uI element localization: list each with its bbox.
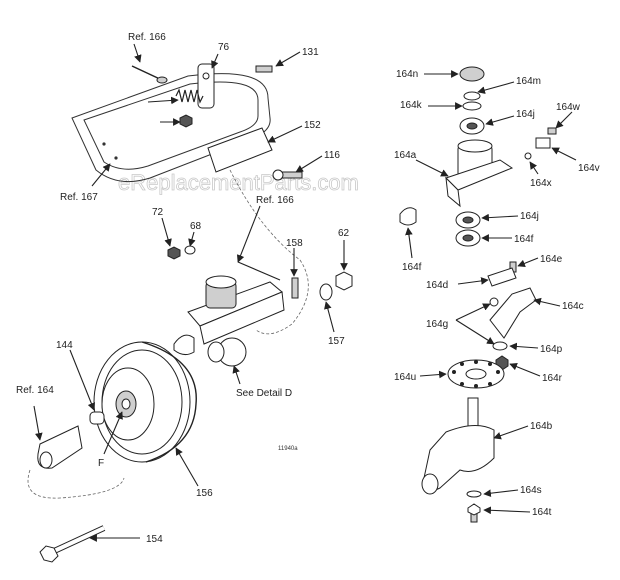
callout-154: 154 [146, 534, 163, 545]
callout-157: 157 [328, 336, 345, 347]
part-164g [489, 297, 499, 307]
part-164d [487, 267, 517, 287]
callout-detail-d: See Detail D [236, 388, 292, 399]
part-152-bracket [207, 127, 273, 173]
callout-164c: 164c [562, 301, 584, 312]
callout-labels: Ref. 166 76 131 152 116 Ref. 167 Ref. 16… [16, 32, 600, 545]
callout-164b: 164b [530, 421, 553, 432]
part-164v [535, 137, 551, 149]
part-157-washer [319, 283, 333, 301]
bolt-head [272, 169, 284, 181]
callout-164n: 164n [396, 69, 418, 80]
callout-72: 72 [152, 207, 164, 218]
callout-164v: 164v [578, 163, 600, 174]
callout-144: 144 [56, 340, 73, 351]
callout-164r: 164r [542, 373, 563, 384]
callout-164e: 164e [540, 254, 563, 265]
part-131-bolt [255, 65, 273, 73]
callout-ref164: Ref. 164 [16, 385, 54, 396]
callout-164a: 164a [394, 150, 417, 161]
part-156-wheel [93, 341, 197, 463]
part-164x [524, 152, 532, 160]
part-spring [175, 88, 204, 104]
plate-hole [202, 72, 210, 80]
part-154-axle-bolt [39, 525, 106, 563]
callout-62: 62 [338, 228, 350, 239]
callout-ref166-mid: Ref. 166 [256, 195, 294, 206]
frame-hole [102, 142, 106, 146]
part-144-spacer [89, 411, 105, 425]
part-164w [547, 127, 557, 135]
watermark: eReplacementParts.com [118, 170, 359, 195]
callout-68: 68 [190, 221, 202, 232]
callout-158: 158 [286, 238, 303, 249]
part-164n-cap [459, 66, 485, 82]
callout-164k: 164k [400, 100, 423, 111]
callout-164s: 164s [520, 485, 542, 496]
frame-hole [114, 156, 118, 160]
callout-164t: 164t [532, 507, 552, 518]
callout-164f-left: 164f [402, 262, 422, 273]
callout-76: 76 [218, 42, 230, 53]
drawing-number: 11940a [278, 446, 298, 452]
callout-164j-top: 164j [516, 109, 535, 120]
leader-lines [33, 43, 577, 542]
callout-164j-mid: 164j [520, 211, 539, 222]
hex-nut [179, 114, 193, 128]
callout-164m: 164m [516, 76, 541, 87]
part-164k [462, 101, 482, 111]
callout-116: 116 [324, 150, 340, 161]
callout-164x: 164x [530, 178, 552, 189]
part-62-nut [335, 271, 353, 291]
part-158-pin [291, 277, 299, 299]
part-164c-lever [489, 287, 537, 339]
part-164m [463, 91, 481, 101]
part-68-washer [184, 245, 196, 255]
callout-ref167: Ref. 167 [60, 192, 98, 203]
callout-131: 131 [302, 47, 319, 58]
part-164a-housing [445, 139, 514, 208]
part-164t-bolt [467, 503, 481, 523]
callout-156: 156 [196, 488, 213, 499]
part-164u-disc [447, 359, 505, 389]
cable-end [156, 76, 168, 84]
callout-164f-right: 164f [514, 234, 534, 245]
part-164b-fork [421, 397, 495, 495]
callout-164u: 164u [394, 372, 416, 383]
part-164f-left [399, 207, 417, 226]
callout-164p: 164p [540, 344, 563, 355]
callout-f-left: F [98, 458, 104, 469]
part-164p [492, 341, 508, 351]
callout-164d: 164d [426, 280, 448, 291]
caster-assembly [173, 275, 285, 367]
callout-ref166-top: Ref. 166 [128, 32, 166, 43]
callout-152: 152 [304, 120, 321, 131]
callout-164w: 164w [556, 102, 581, 113]
part-164s [466, 490, 482, 498]
part-72-nut [167, 246, 181, 260]
frame-handle [71, 73, 271, 183]
callout-164g: 164g [426, 319, 448, 330]
